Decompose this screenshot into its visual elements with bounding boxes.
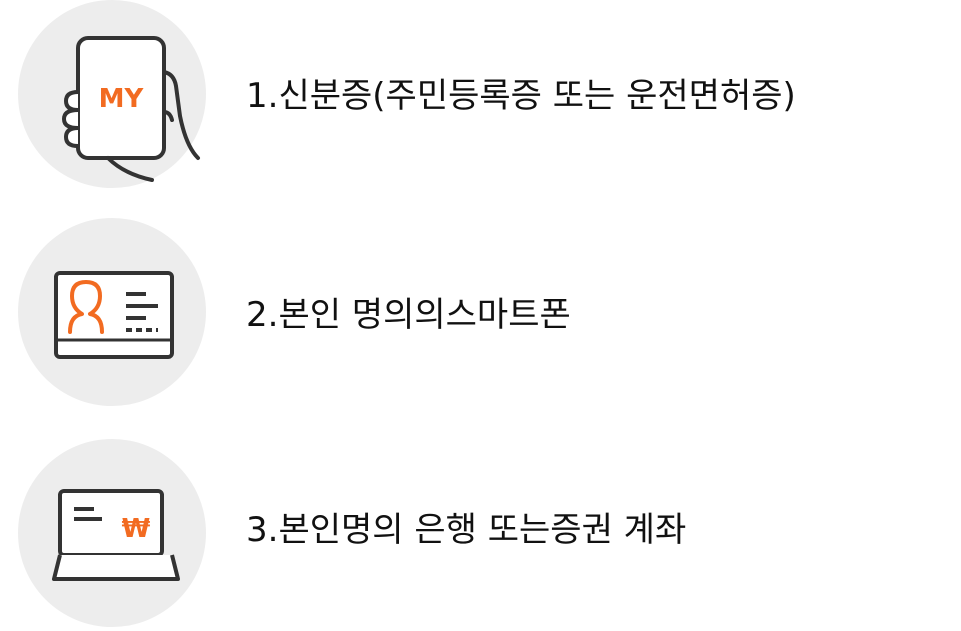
id-card-icon — [54, 271, 174, 359]
won-icon-text: ₩ — [122, 514, 151, 544]
icon-circle: MY — [18, 0, 206, 188]
requirement-label: 1.신분증(주민등록증 또는 운전면허증) — [246, 76, 796, 116]
requirement-label: 2.본인 명의의스마트폰 — [246, 295, 571, 335]
requirement-item-bank-account: ₩ 3.본인명의 은행 또는증권 계좌 — [0, 430, 961, 630]
icon-circle — [18, 218, 206, 406]
icon-circle: ₩ — [18, 439, 206, 627]
requirement-label: 3.본인명의 은행 또는증권 계좌 — [246, 510, 687, 550]
requirement-item-smartphone: 2.본인 명의의스마트폰 — [0, 215, 961, 415]
requirement-item-id-card: MY 1.신분증(주민등록증 또는 운전면허증) — [0, 0, 961, 200]
bank-card-won-icon: ₩ — [52, 489, 180, 581]
phone-my-icon: MY — [61, 36, 200, 182]
my-icon-text: MY — [99, 84, 145, 114]
